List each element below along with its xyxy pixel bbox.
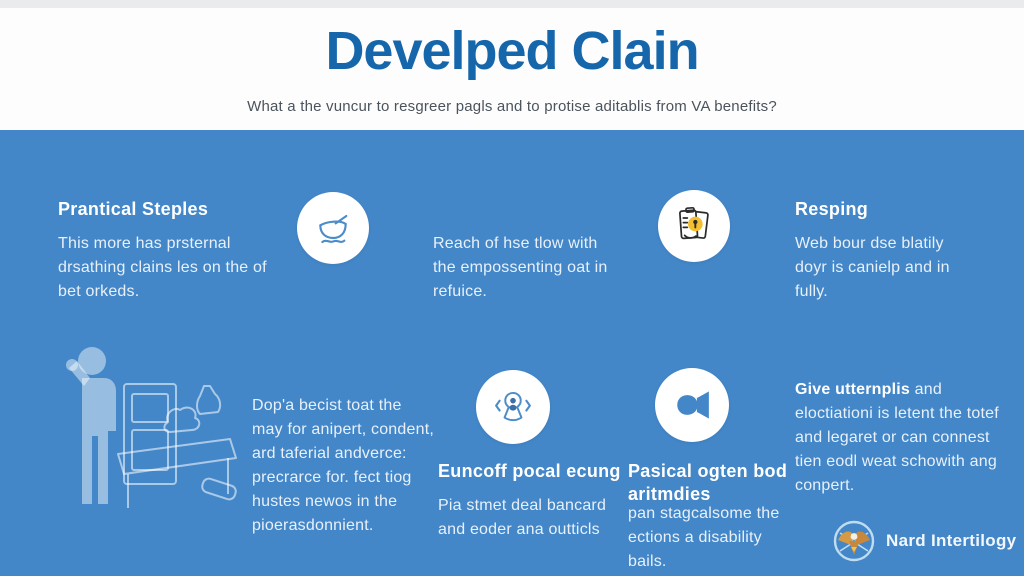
bottom-right-mid-heading: Pasical ogten bod aritmdies [628, 461, 788, 504]
bottom-left-body: Dop'a becist toat the may for anipert, c… [252, 397, 434, 534]
top-left-body: This more has prsternal drsathing clains… [58, 235, 267, 300]
brand-name: Nard Intertilogy [886, 531, 1017, 550]
page-subtitle: What a the vuncur to resgreer pagls and … [247, 98, 777, 115]
person-at-desk-illustration [66, 347, 237, 508]
bottom-right-mid-body: pan stagcalsome the ections a disability… [628, 505, 780, 570]
page-title: Develped Clain [325, 21, 699, 81]
clipboard-lock-icon [658, 190, 730, 262]
bottom-middle-heading: Euncoff pocal ecung [438, 461, 621, 481]
eagle-logo-icon [833, 520, 875, 562]
top-middle-body: Reach of hse tlow with the empossenting … [433, 235, 608, 300]
brand-logo: Nard Intertilogy [832, 519, 1016, 563]
mortar-bowl-icon [297, 192, 369, 264]
keyhole-alert-icon [476, 370, 550, 444]
bottom-right-rest: and eloctiationi is letent the totef and… [795, 381, 999, 494]
top-left-heading: Prantical Steples [58, 199, 209, 219]
bottom-middle-body: Pia stmet deal bancard and eoder ana out… [438, 497, 607, 538]
bottom-right-body: Give utternplis and eloctiationi is lete… [795, 378, 1010, 498]
top-right-heading: Resping [795, 199, 869, 219]
top-right-body: Web bour dse blatily doyr is canielp and… [795, 235, 950, 300]
bottom-right-lead: Give utternplis [795, 381, 911, 398]
megaphone-icon [655, 368, 729, 442]
header: Develped Clain What a the vuncur to resg… [0, 0, 1024, 130]
